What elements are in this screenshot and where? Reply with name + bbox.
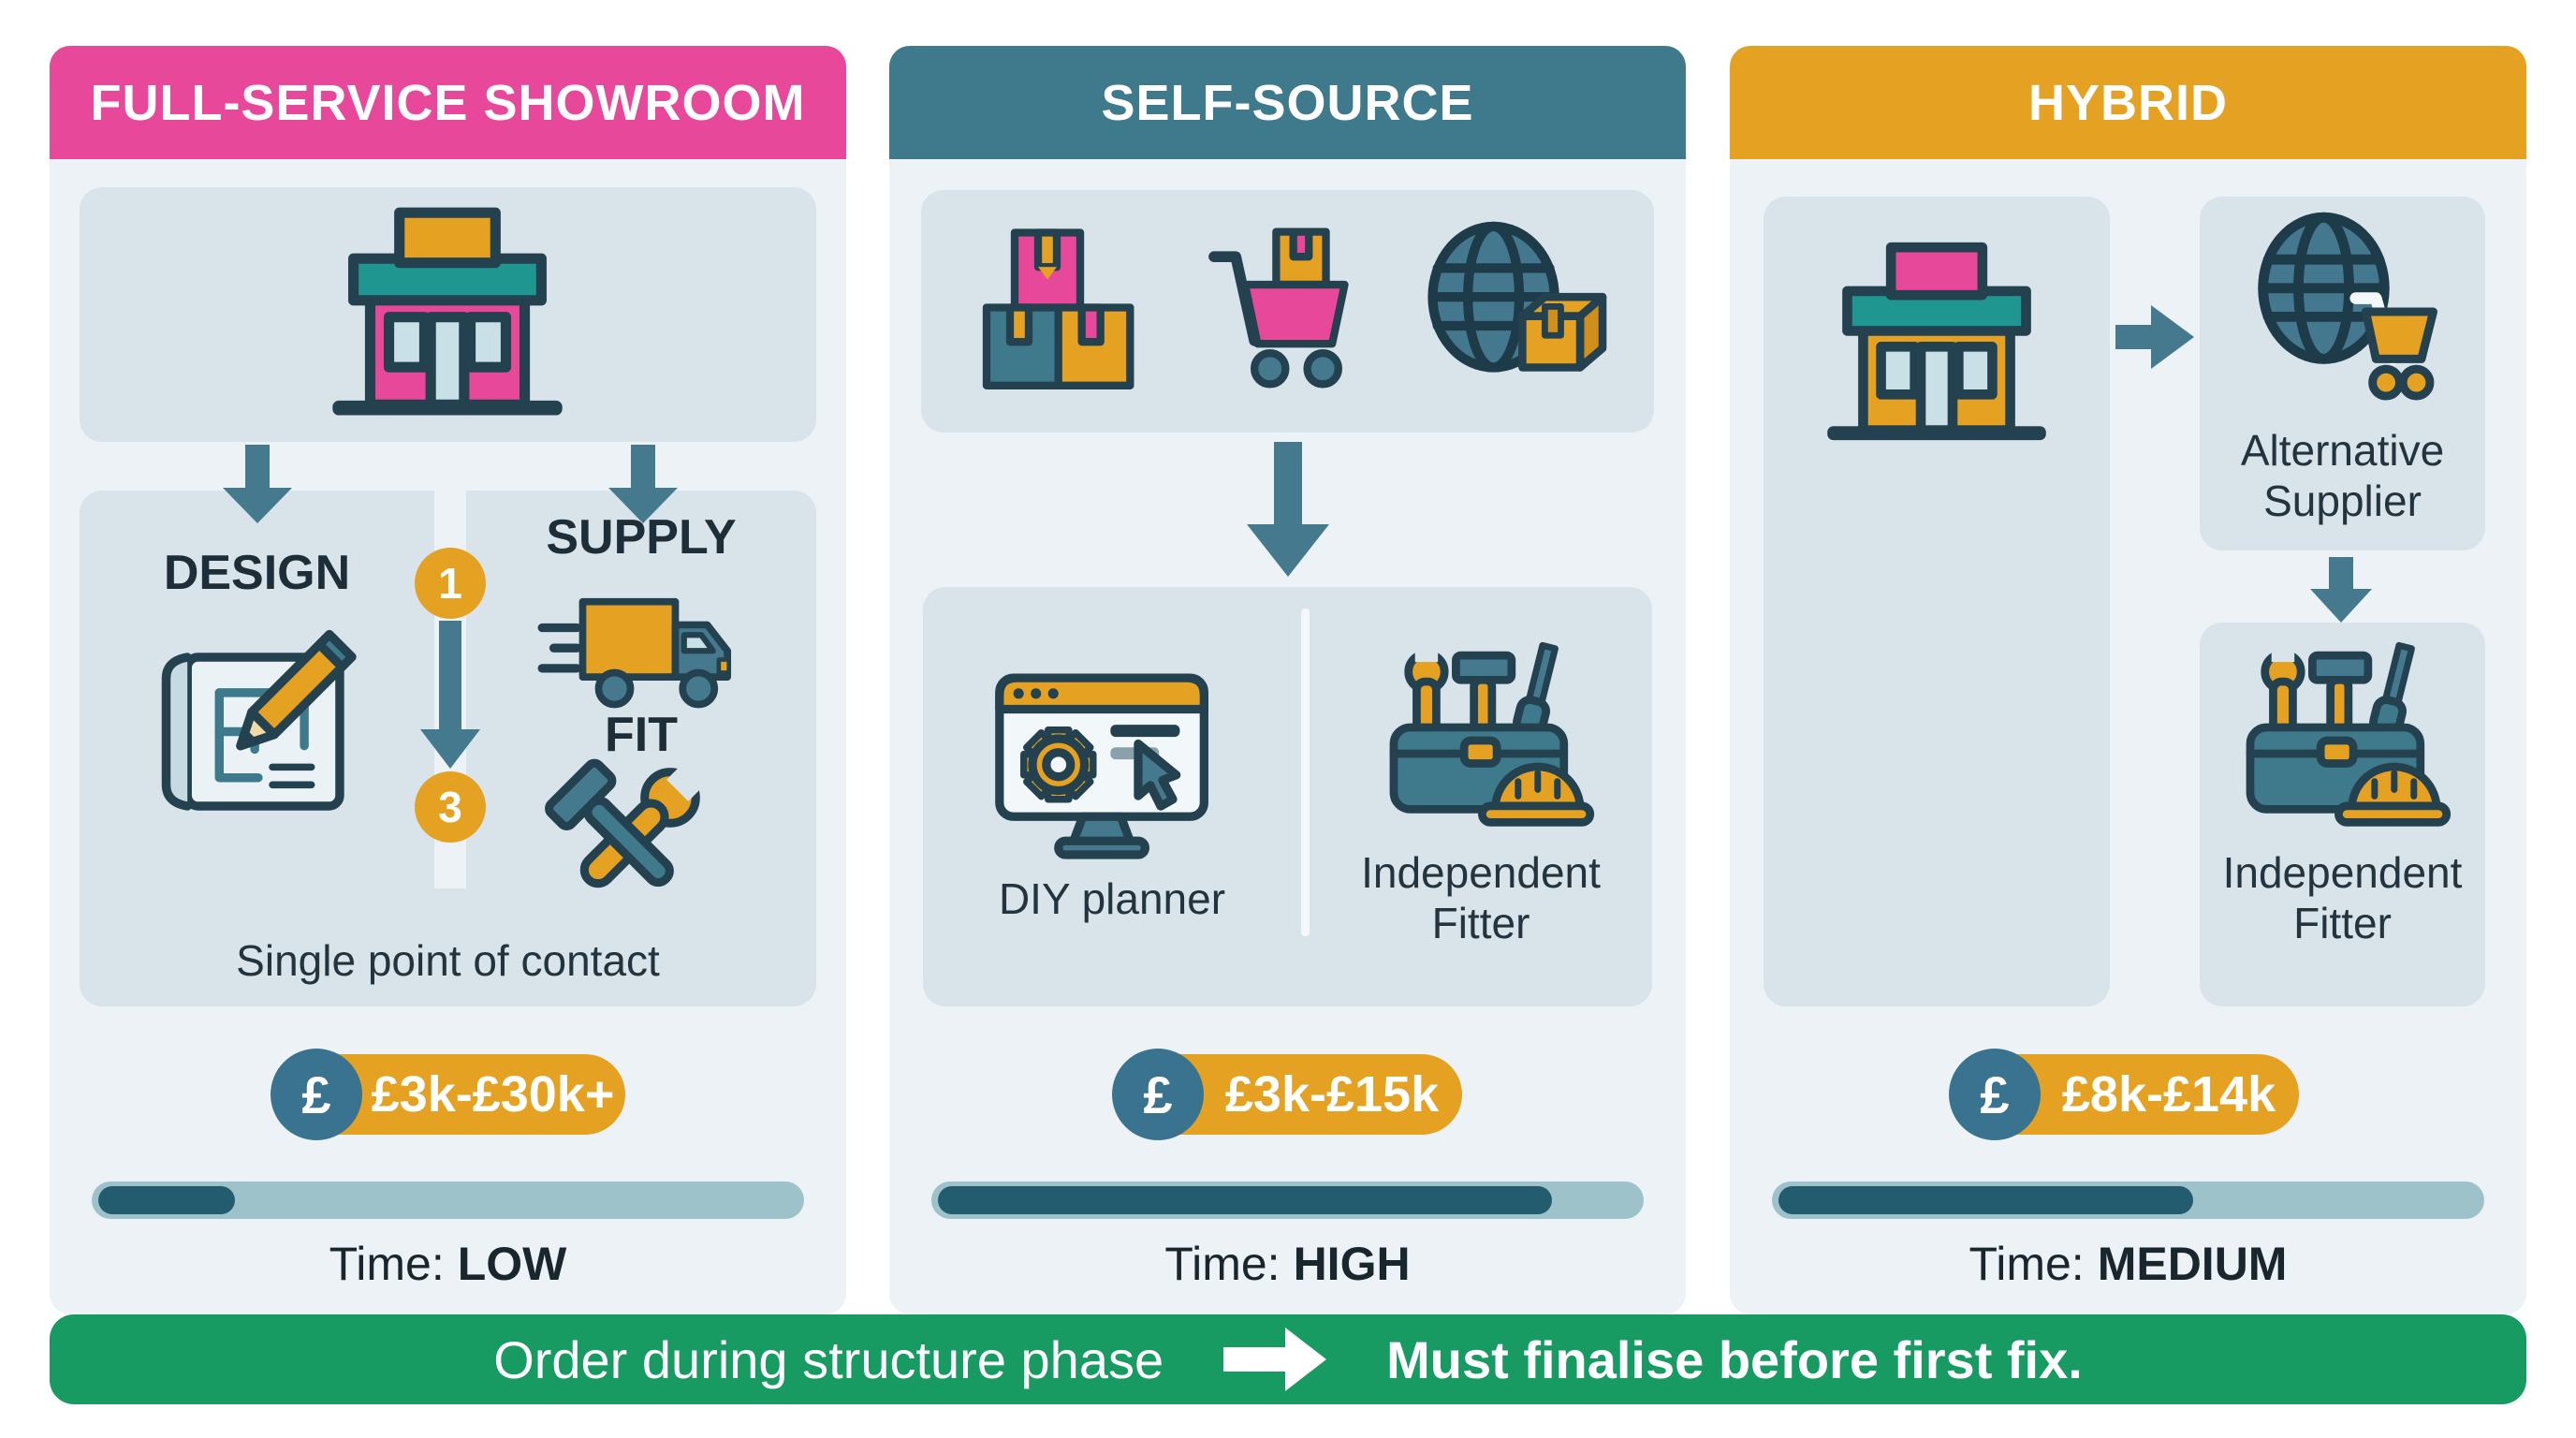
price-range: £8k-£14k	[2061, 1066, 2276, 1123]
diy-planner-monitor-icon	[986, 668, 1220, 867]
time-value: LOW	[457, 1238, 567, 1290]
step-badge-1: 1	[415, 548, 486, 619]
single-point-caption: Single point of contact	[236, 936, 660, 985]
time-bar-fill	[98, 1186, 235, 1214]
time-bar-track	[1772, 1181, 2484, 1219]
toolbox-hardhat-icon	[1374, 636, 1595, 832]
arrow-down-to-planner-icon	[1247, 442, 1329, 577]
price-badge: £ £3k-£30k+	[271, 1049, 625, 1140]
globe-box-icon	[1413, 216, 1614, 402]
column-title: SELF-SOURCE	[1101, 74, 1474, 131]
column-full-service-showroom: FULL-SERVICE SHOWROOM	[50, 46, 846, 1314]
storefront-icon	[312, 196, 583, 426]
fitter-line1: Independent	[1361, 848, 1601, 897]
column-hybrid: HYBRID	[1730, 46, 2526, 1314]
supplier-line2: Supplier	[2263, 477, 2422, 525]
pound-icon: £	[1949, 1049, 2041, 1140]
time-row: Time:HIGH	[889, 1237, 1686, 1291]
diy-planner-label: DIY planner	[998, 874, 1226, 923]
column-self-source: SELF-SOURCE	[889, 46, 1686, 1314]
fitter-line2: Fitter	[2293, 899, 2392, 947]
arrow-right-to-supplier-icon	[2115, 305, 2194, 369]
pound-icon: £	[271, 1049, 362, 1140]
arrow-down-to-design-icon	[223, 445, 292, 523]
time-value: HIGH	[1293, 1238, 1411, 1290]
supplier-line1: Alternative	[2240, 426, 2445, 475]
independent-fitter-label: Independent Fitter	[1310, 847, 1652, 948]
time-value: MEDIUM	[2097, 1238, 2288, 1290]
time-bar-fill	[1778, 1186, 2193, 1214]
delivery-truck-icon	[536, 581, 754, 719]
time-label: Time:	[1969, 1238, 2085, 1290]
design-label: DESIGN	[163, 546, 351, 600]
price-range: £3k-£15k	[1224, 1066, 1440, 1123]
column-header-hybrid: HYBRID	[1730, 46, 2526, 159]
blueprint-design-icon	[141, 622, 372, 826]
price-badge: £ £8k-£14k	[1949, 1049, 2299, 1140]
wrench-hammer-icon	[534, 746, 722, 933]
column-header-full-service: FULL-SERVICE SHOWROOM	[50, 46, 846, 159]
time-bar-fill	[938, 1186, 1552, 1214]
price-range: £3k-£30k+	[371, 1066, 615, 1123]
footer-banner: Order during structure phase Must finali…	[50, 1314, 2526, 1404]
time-label: Time:	[1164, 1238, 1281, 1290]
card-divider-line	[1301, 609, 1310, 936]
shopping-cart-icon	[1198, 216, 1385, 400]
column-title: HYBRID	[2027, 74, 2228, 131]
time-bar-track	[931, 1181, 1644, 1219]
column-header-self-source: SELF-SOURCE	[889, 46, 1686, 159]
storefront-icon	[1808, 231, 2066, 450]
fitter-line1: Independent	[2222, 848, 2463, 897]
globe-cart-icon	[2231, 211, 2442, 413]
time-label: Time:	[329, 1238, 445, 1290]
time-row: Time:LOW	[50, 1237, 846, 1291]
time-bar-track	[92, 1181, 804, 1219]
fitter-line2: Fitter	[1431, 899, 1530, 947]
step-badge-3: 3	[415, 771, 486, 843]
stacked-boxes-icon	[968, 220, 1155, 400]
alternative-supplier-label: Alternative Supplier	[2200, 425, 2485, 526]
arrow-down-step-icon	[420, 621, 480, 769]
independent-fitter-label: Independent Fitter	[2200, 847, 2485, 948]
pound-icon: £	[1112, 1049, 1204, 1140]
footer-text-regular: Order during structure phase	[493, 1329, 1164, 1389]
arrow-down-to-supply-icon	[608, 445, 678, 523]
column-title: FULL-SERVICE SHOWROOM	[90, 74, 806, 131]
arrow-right-icon	[1223, 1328, 1327, 1391]
toolbox-hardhat-icon	[2231, 636, 2452, 832]
time-row: Time:MEDIUM	[1730, 1237, 2526, 1291]
arrow-down-to-fitter-icon	[2310, 557, 2372, 623]
fit-label: FIT	[605, 708, 678, 762]
footer-text-bold: Must finalise before first fix.	[1386, 1329, 2083, 1389]
price-badge: £ £3k-£15k	[1112, 1049, 1462, 1140]
